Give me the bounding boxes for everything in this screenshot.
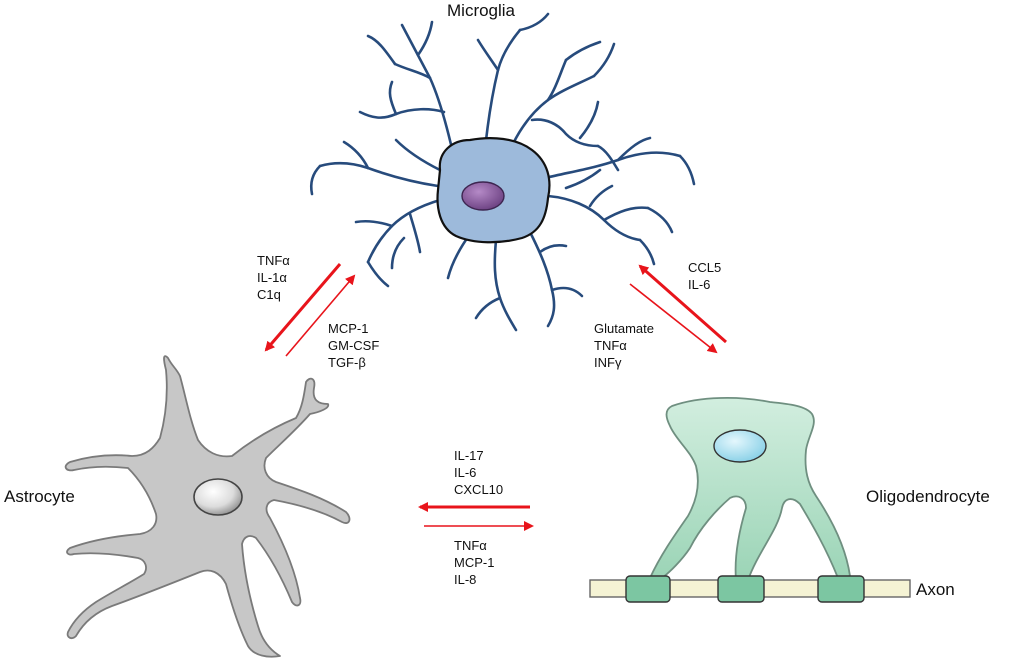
arrow-microglia-to-astrocyte xyxy=(264,263,342,352)
microglia-process xyxy=(366,260,390,288)
arrow-microglia-to-oligo xyxy=(629,283,718,354)
microglia-process xyxy=(318,161,440,188)
signal-molecule: CCL5 xyxy=(688,260,722,275)
microglia-process xyxy=(616,136,652,162)
signal-molecule: CXCL10 xyxy=(454,482,504,497)
microglia-process xyxy=(493,238,518,332)
astrocyte-label: Astrocyte xyxy=(4,487,75,506)
myelin-segment xyxy=(717,575,765,603)
signal-molecule: MCP-1 xyxy=(454,555,495,570)
signal-arrows xyxy=(264,263,727,531)
signal-molecule: INFγ xyxy=(594,355,622,370)
microglia-process xyxy=(564,168,602,190)
microglia-process xyxy=(546,58,568,102)
microglia-process xyxy=(474,296,502,320)
microglia-process xyxy=(596,144,620,172)
astrocyte-nucleus xyxy=(193,478,243,516)
axon-label: Axon xyxy=(916,580,955,599)
signal-molecule: TNFα xyxy=(594,338,627,353)
microglia-process xyxy=(393,62,432,80)
microglia-process xyxy=(592,42,616,78)
microglia-process xyxy=(366,198,442,264)
arrow-astrocyte-to-microglia xyxy=(285,274,356,357)
microglia-label: Microglia xyxy=(447,1,516,20)
microglia-process xyxy=(483,28,522,152)
microglia-process xyxy=(602,206,650,222)
signal-list-microglia-to-oligo: Glutamate TNFα INFγ xyxy=(594,320,654,371)
signal-molecule: MCP-1 xyxy=(328,321,369,336)
microglia-process xyxy=(476,38,500,72)
signal-molecule: IL-17 xyxy=(454,448,484,463)
microglia-process xyxy=(342,140,370,170)
microglia-process xyxy=(564,40,602,62)
oligodendrocyte-label: Oligodendrocyte xyxy=(866,487,990,506)
microglia-process xyxy=(550,286,584,298)
microglia-process xyxy=(588,184,614,208)
signal-list-astrocyte-to-microglia: MCP-1 GM-CSF TGF-β xyxy=(328,320,379,371)
signal-molecule: IL-1α xyxy=(257,270,287,285)
microglia-process xyxy=(358,107,446,119)
oligodendrocyte-nucleus xyxy=(713,429,767,463)
signal-list-oligo-to-microglia: CCL5 IL-6 xyxy=(688,259,721,293)
microglia-process xyxy=(546,194,642,242)
myelin-segment xyxy=(625,575,671,603)
microglia-cell xyxy=(309,12,696,332)
microglia-nucleus xyxy=(461,181,505,211)
microglia-process xyxy=(578,100,600,140)
microglia-process xyxy=(400,23,457,164)
microglia-process xyxy=(416,20,434,57)
microglia-process xyxy=(638,238,656,266)
microglia-process xyxy=(678,154,696,186)
microglia-process xyxy=(354,219,394,228)
signal-list-astrocyte-to-oligo: TNFα MCP-1 IL-8 xyxy=(454,537,494,588)
microglia-process xyxy=(646,206,674,234)
signal-list-oligo-to-astrocyte: IL-17 IL-6 CXCL10 xyxy=(454,447,503,498)
microglia-process xyxy=(543,151,682,180)
signal-molecule: TGF-β xyxy=(328,355,366,370)
signal-molecule: IL-6 xyxy=(688,277,711,292)
microglia-process xyxy=(408,212,422,254)
signal-molecule: Glutamate xyxy=(594,321,654,336)
signal-list-microglia-to-astrocyte: TNFα IL-1α C1q xyxy=(257,252,290,303)
microglia-process xyxy=(309,164,322,196)
signal-molecule: IL-8 xyxy=(454,572,477,587)
microglia-process xyxy=(366,34,397,66)
arrow-oligo-to-microglia xyxy=(638,264,727,344)
microglia-process xyxy=(388,80,398,116)
microglia-process xyxy=(530,118,600,148)
microglia-process xyxy=(390,236,406,270)
microglia-process xyxy=(538,243,568,254)
microglia-process xyxy=(394,138,442,172)
signal-molecule: C1q xyxy=(257,287,281,302)
signal-molecule: IL-6 xyxy=(454,465,477,480)
oligodendrocyte-cell xyxy=(649,397,851,581)
myelin-segment xyxy=(817,575,865,603)
microglia-process xyxy=(508,74,596,152)
signal-molecule: TNFα xyxy=(257,253,290,268)
signal-molecule: TNFα xyxy=(454,538,487,553)
microglia-process xyxy=(518,12,550,32)
signal-molecule: GM-CSF xyxy=(328,338,380,353)
